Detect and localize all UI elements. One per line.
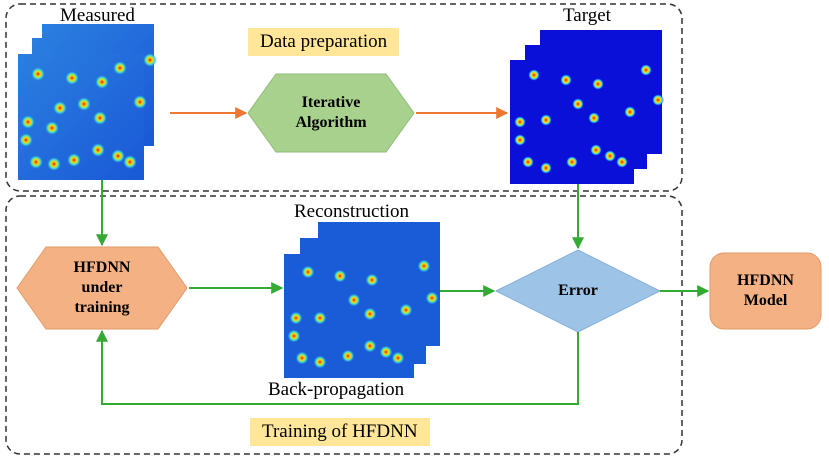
particle-spot (47, 157, 61, 171)
particle-spot (65, 71, 79, 85)
hfdnn-training-line-1: HFDNN (73, 259, 131, 276)
reconstruction-image-stack (284, 222, 440, 378)
particle-spot (143, 53, 157, 67)
measured-image-stack (18, 24, 157, 180)
hfdnn-training-line-2: under (81, 279, 123, 296)
hfdnn-training-line-3: training (74, 299, 130, 316)
particle-spot (365, 273, 379, 287)
particle-spot (67, 153, 81, 167)
particle-spot (333, 269, 347, 283)
hfdnn-model-text: HFDNN Model (710, 271, 821, 311)
particle-spot (624, 106, 636, 118)
particle-spot (289, 311, 303, 325)
particle-spot (31, 67, 45, 81)
particle-spot (540, 114, 552, 126)
particle-spot (379, 345, 393, 359)
particle-spot (113, 61, 127, 75)
hfdnn-model-line-2: Model (743, 292, 788, 309)
particle-spot (540, 162, 552, 174)
particle-spot (590, 144, 602, 156)
particle-spot (652, 94, 664, 106)
target-label: Target (563, 5, 611, 26)
hfdnn-model-line-1: HFDNN (737, 272, 794, 289)
data-preparation-label: Data preparation (248, 28, 400, 56)
reconstruction-label: Reconstruction (294, 201, 410, 222)
particle-spot (363, 339, 377, 353)
iterative-algorithm-line-1: Iterative (301, 94, 361, 111)
particle-spot (19, 133, 33, 147)
particle-spot (522, 156, 534, 168)
particle-spot (616, 156, 628, 168)
particle-spot (45, 121, 59, 135)
particle-spot (95, 75, 109, 89)
training-panel (5, 195, 683, 455)
hfdnn-training-text: HFDNN under training (46, 258, 158, 318)
particle-spot (29, 155, 43, 169)
particle-spot (53, 101, 67, 115)
measured-label: Measured (60, 5, 135, 26)
particle-spot (399, 303, 413, 317)
particle-spot (528, 69, 540, 81)
particle-spot (560, 74, 572, 86)
iterative-algorithm-text: Iterative Algorithm (276, 93, 386, 133)
particle-spot (295, 351, 309, 365)
particle-spot (514, 134, 526, 146)
data-preparation-panel (5, 3, 683, 192)
particle-spot (133, 95, 147, 109)
particle-spot (301, 265, 315, 279)
particle-spot (93, 111, 107, 125)
iterative-algorithm-node (247, 73, 415, 153)
particle-spot (566, 156, 578, 168)
particle-spot (111, 149, 125, 163)
particle-spot (514, 116, 526, 128)
iterative-algorithm-line-2: Algorithm (295, 114, 367, 131)
error-text: Error (558, 282, 598, 299)
particle-spot (417, 259, 431, 273)
particle-spot (313, 311, 327, 325)
hfdnn-model-node (709, 252, 822, 330)
back-propagation-arrow (96, 329, 579, 405)
particle-spot (21, 115, 35, 129)
particle-spot (123, 155, 137, 169)
particle-spot (363, 307, 377, 321)
particle-spot (287, 329, 301, 343)
particle-spot (640, 64, 652, 76)
particle-spot (425, 291, 439, 305)
particle-spot (391, 351, 405, 365)
particle-spot (592, 78, 604, 90)
particle-spot (347, 293, 361, 307)
particle-spot (588, 112, 600, 124)
training-label: Training of HFDNN (250, 418, 430, 446)
particle-spot (91, 143, 105, 157)
hfdnn-training-node (16, 246, 188, 330)
target-image-stack (510, 30, 664, 184)
particle-spot (572, 98, 584, 110)
back-propagation-label: Back-propagation (268, 379, 405, 400)
particle-spot (341, 349, 355, 363)
particle-spot (313, 355, 327, 369)
particle-spot (604, 150, 616, 162)
particle-spot (77, 97, 91, 111)
